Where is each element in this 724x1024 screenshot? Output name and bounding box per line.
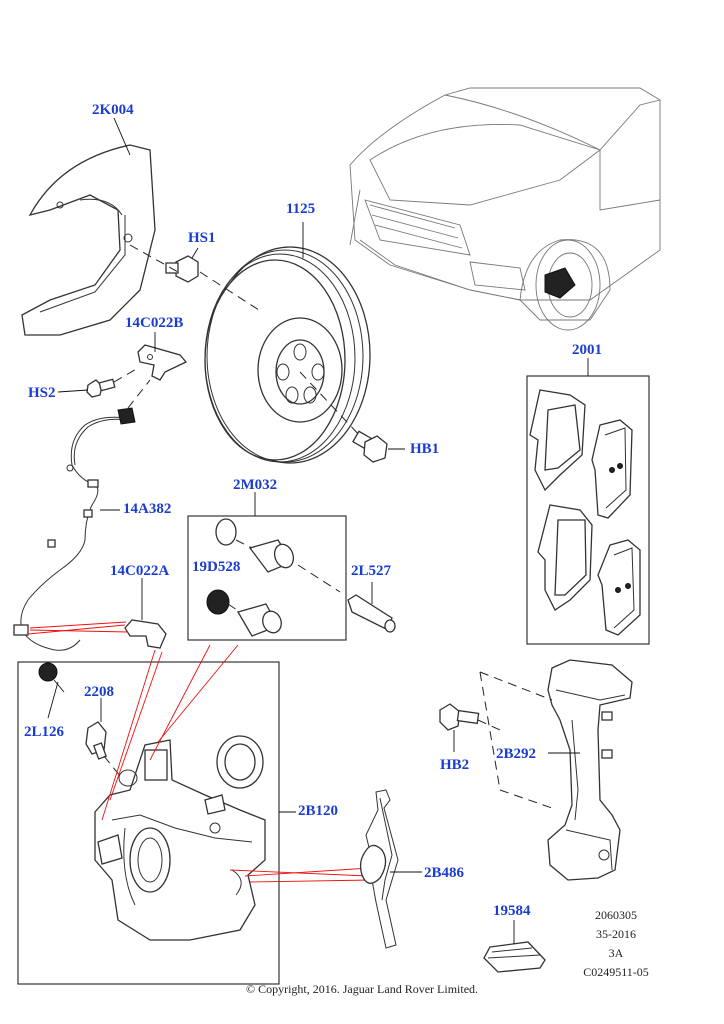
label-hs1: HS1 bbox=[188, 230, 216, 246]
grease-sachet bbox=[483, 941, 546, 973]
label-shield: 2K004 bbox=[92, 102, 134, 118]
splash-shield bbox=[21, 144, 156, 336]
vehicle-illustration bbox=[349, 87, 661, 331]
anti-rattle-spring bbox=[359, 789, 399, 949]
sensor-bracket-b bbox=[137, 344, 188, 381]
brake-pads bbox=[529, 389, 641, 636]
ref-line-1: 2060305 bbox=[595, 908, 637, 922]
label-hb2: HB2 bbox=[440, 757, 470, 773]
caliper-box bbox=[17, 661, 280, 985]
bleed-screw bbox=[85, 721, 107, 760]
label-grease: 19584 bbox=[493, 903, 531, 919]
reference-block: 2060305 35-2016 3A C0249511-05 bbox=[574, 906, 658, 982]
label-disc: 1125 bbox=[286, 201, 316, 217]
label-kit: 2M032 bbox=[233, 477, 278, 493]
label-spring: 2B486 bbox=[424, 865, 465, 881]
bleed-cap bbox=[38, 662, 58, 682]
sensor-bracket-a bbox=[124, 619, 167, 649]
carrier-dashed-outline bbox=[479, 671, 553, 809]
pin-kit-box bbox=[187, 515, 347, 641]
ref-line-4: C0249511-05 bbox=[583, 965, 649, 979]
label-carrier: 2B292 bbox=[496, 746, 537, 762]
label-sensor: 14A382 bbox=[123, 501, 172, 517]
ref-line-3: 3A bbox=[608, 946, 624, 960]
label-bleed: 2208 bbox=[84, 684, 114, 700]
label-pin: 2L527 bbox=[351, 563, 392, 579]
shield-leader bbox=[113, 117, 131, 156]
label-pads: 2001 bbox=[572, 342, 602, 358]
copyright: © Copyright, 2016. Jaguar Land Rover Lim… bbox=[245, 982, 479, 996]
label-bracket-b: 14C022B bbox=[125, 315, 184, 331]
caliper-carrier bbox=[547, 659, 633, 881]
ref-line-2: 35-2016 bbox=[596, 927, 636, 941]
wear-sensor-cable bbox=[13, 407, 136, 651]
bolt-hb2 bbox=[439, 703, 480, 731]
bolt-hs2 bbox=[86, 378, 116, 398]
label-bracket-a: 14C022A bbox=[110, 563, 170, 579]
brake-disc bbox=[204, 246, 371, 464]
bolt-hb1 bbox=[352, 430, 388, 463]
caliper-body bbox=[94, 739, 266, 941]
piston-seal bbox=[216, 735, 264, 789]
label-caliper: 2B120 bbox=[298, 803, 339, 819]
label-hs2: HS2 bbox=[28, 385, 56, 401]
label-boot: 19D528 bbox=[192, 559, 241, 575]
guide-pin bbox=[347, 594, 396, 633]
label-cap: 2L126 bbox=[24, 724, 65, 740]
label-hb1: HB1 bbox=[410, 441, 440, 457]
bolt-hs1 bbox=[165, 255, 199, 283]
guide-pin-boot bbox=[206, 518, 295, 637]
